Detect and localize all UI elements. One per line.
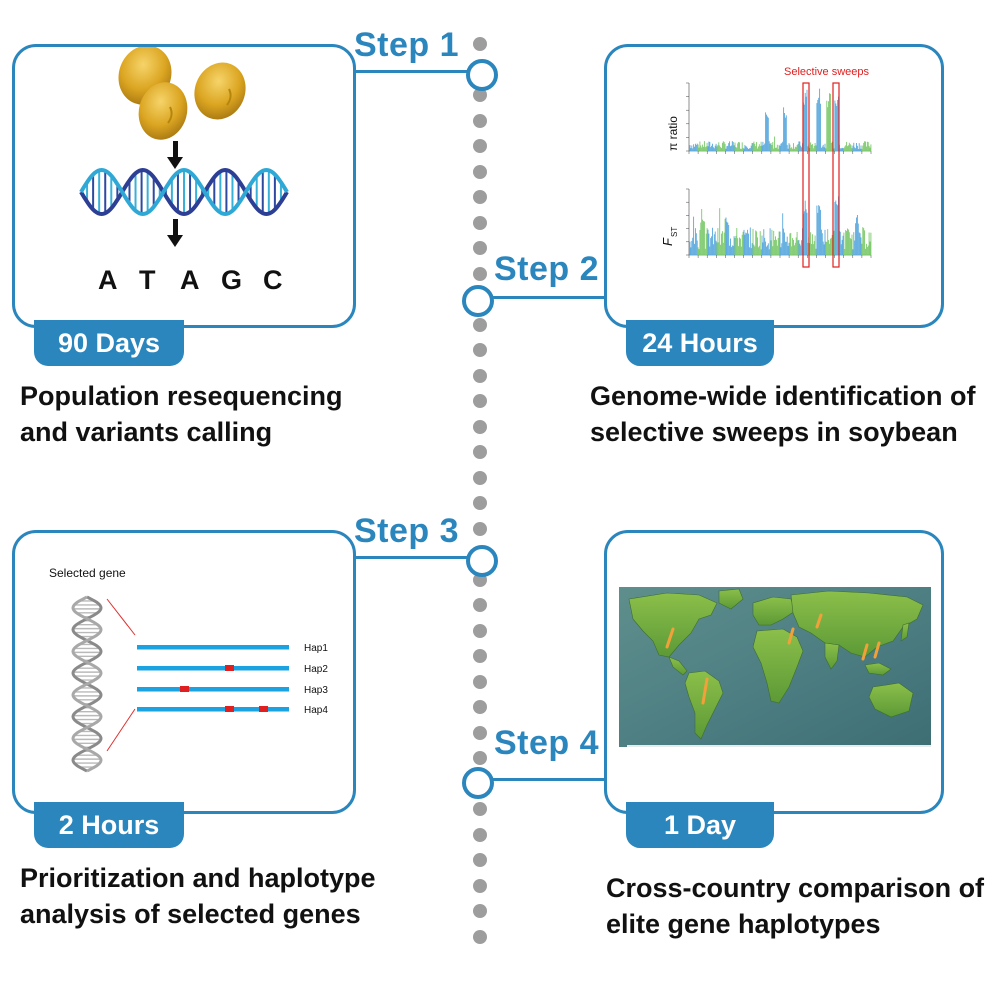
timeline-dot: [473, 241, 487, 255]
step3-duration-badge: 2 Hours: [34, 802, 184, 848]
selected-gene-title: Selected gene: [49, 566, 126, 580]
timeline-dot: [473, 394, 487, 408]
step2-label: Step 2: [494, 250, 600, 288]
dna-helix-icon: [71, 595, 103, 773]
svg-text:Hap1: Hap1: [304, 643, 328, 654]
timeline-dot: [473, 37, 487, 51]
dna-helix-icon: [79, 167, 289, 217]
svg-text:ST: ST: [670, 227, 679, 237]
svg-text:Hap3: Hap3: [304, 685, 328, 696]
timeline-dot: [473, 827, 487, 842]
timeline-dot: [473, 649, 487, 663]
timeline-dot: [473, 598, 487, 612]
step3-card: Selected gene Hap1 Hap2 Hap3 Hap4: [12, 530, 356, 814]
arrow-down-icon: [167, 141, 183, 169]
zoom-line: [106, 708, 136, 752]
soybean-seeds-icon: [118, 47, 246, 140]
step3-node: [466, 545, 498, 577]
step1-connector: [352, 70, 470, 73]
haplotype-bar: Hap2: [137, 664, 328, 675]
step4-duration-badge: 1 Day: [626, 802, 774, 848]
base-letter: A: [180, 265, 200, 295]
timeline-dot: [473, 521, 487, 536]
step1-caption: Population resequencing and variants cal…: [20, 378, 343, 450]
sweep-highlight: [802, 82, 810, 268]
haplotype-bar: Hap4: [137, 705, 328, 716]
caption-line: analysis of selected genes: [20, 899, 361, 929]
step1-label: Step 1: [354, 26, 460, 64]
timeline-dot: [473, 317, 487, 332]
selective-sweep-plot: Selective sweeps π ratio F ST: [660, 66, 872, 268]
timeline-dot: [473, 751, 487, 765]
timeline-dot: [473, 725, 487, 740]
haplotype-bar: Hap1: [137, 643, 328, 654]
sequencing-illustration: A T A G C: [79, 47, 289, 295]
fst-axis-label: F ST: [660, 227, 679, 246]
caption-line: Prioritization and haplotype: [20, 863, 376, 893]
world-map: [619, 587, 931, 747]
step4-caption: Cross-country comparison of elite gene h…: [606, 870, 984, 942]
zoom-line: [106, 598, 136, 636]
step2-node: [462, 285, 494, 317]
caption-line: elite gene haplotypes: [606, 909, 881, 939]
step1-card: A T A G C: [12, 44, 356, 328]
soybean-marker-icon: [665, 613, 881, 705]
step2-duration-badge: 24 Hours: [626, 320, 774, 366]
sweep-annotation: Selective sweeps: [784, 66, 869, 78]
step3-caption: Prioritization and haplotype analysis of…: [20, 860, 376, 932]
base-letter: C: [263, 265, 283, 295]
step4-node: [462, 767, 494, 799]
timeline-dot: [473, 215, 487, 230]
pi-ratio-axis-label: π ratio: [666, 116, 680, 151]
arrow-down-icon: [167, 219, 183, 247]
timeline-dot: [473, 419, 487, 434]
timeline-dot: [473, 623, 487, 638]
timeline-dot: [473, 368, 487, 383]
caption-line: Population resequencing: [20, 381, 343, 411]
timeline-dot: [473, 802, 487, 816]
timeline-dot: [473, 878, 487, 893]
svg-text:Hap4: Hap4: [304, 705, 328, 716]
step4-card: [604, 530, 944, 814]
timeline-dot: [473, 496, 487, 510]
sweep-highlight: [832, 82, 840, 268]
step2-connector: [480, 296, 608, 299]
timeline-dot: [473, 445, 487, 459]
timeline-dot: [473, 164, 487, 179]
timeline-dot: [473, 190, 487, 204]
caption-line: selective sweeps in soybean: [590, 417, 958, 447]
step2-caption: Genome-wide identification of selective …: [590, 378, 976, 450]
step3-label: Step 3: [354, 512, 460, 550]
timeline-dot: [473, 113, 487, 128]
base-letter: A: [98, 265, 118, 295]
haplotype-bar: Hap3: [137, 685, 328, 696]
timeline-dot: [473, 266, 487, 281]
step1-node: [466, 59, 498, 91]
timeline-dot: [473, 904, 487, 918]
step2-card: Selective sweeps π ratio F ST: [604, 44, 944, 328]
step4-connector: [480, 778, 608, 781]
caption-line: Cross-country comparison of: [606, 873, 985, 903]
pi-ratio-track: [686, 82, 872, 154]
caption-line: and variants calling: [20, 417, 273, 447]
timeline-dot: [473, 853, 487, 867]
step3-connector: [352, 556, 470, 559]
timeline-dot: [473, 88, 487, 102]
continents: [627, 588, 931, 747]
caption-line: Genome-wide identification of: [590, 381, 976, 411]
svg-text:F: F: [660, 237, 675, 246]
timeline-dot: [473, 139, 487, 153]
svg-text:Hap2: Hap2: [304, 664, 328, 675]
fst-track: [686, 188, 872, 258]
base-letter: G: [221, 265, 242, 295]
timeline-dot: [473, 674, 487, 689]
base-letter: T: [139, 265, 156, 295]
timeline-dot: [473, 700, 487, 714]
timeline-dot: [473, 343, 487, 357]
timeline-dot: [473, 929, 487, 944]
timeline-dot: [473, 470, 487, 485]
step1-duration-badge: 90 Days: [34, 320, 184, 366]
haplotype-illustration: Selected gene Hap1 Hap2 Hap3 Hap4: [49, 566, 328, 773]
step4-label: Step 4: [494, 724, 600, 762]
